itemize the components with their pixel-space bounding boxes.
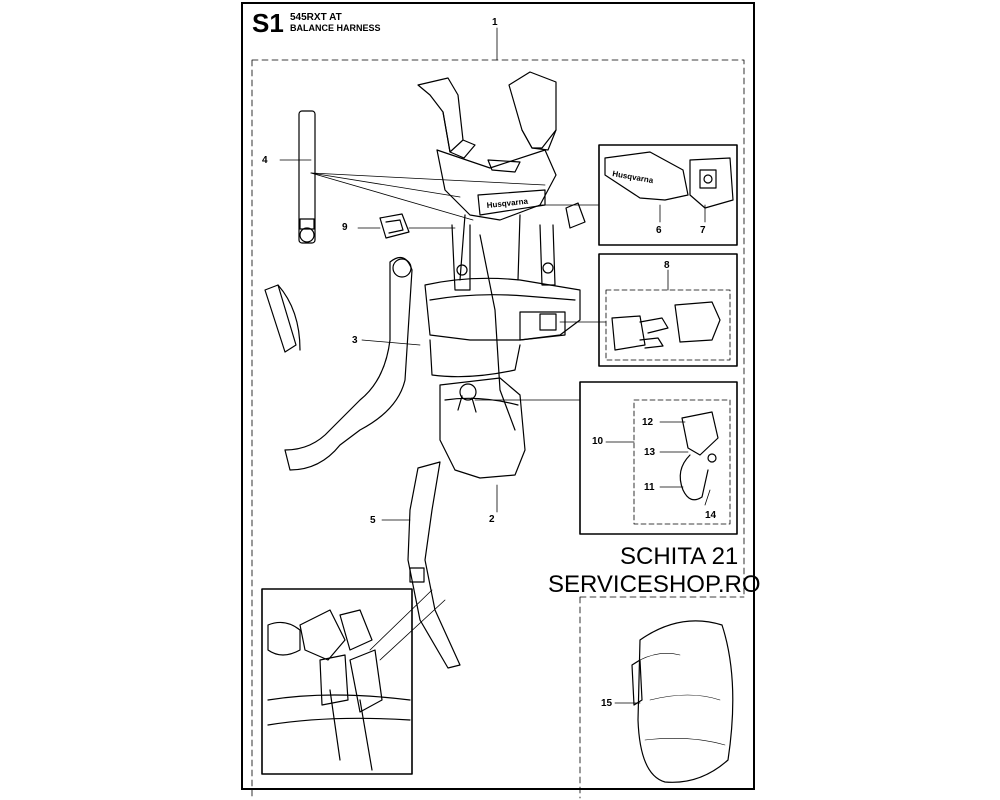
callout-8: 8 — [664, 260, 670, 271]
model-name: 545RXT AT — [290, 12, 342, 23]
callout-11: 11 — [644, 482, 655, 493]
callout-4: 4 — [262, 155, 268, 166]
pouch-item-15 — [614, 620, 734, 783]
sketch-number: SCHITA 21 — [620, 543, 739, 570]
strap-item-5 — [381, 461, 461, 669]
page-frame — [241, 2, 755, 790]
slide-buckle-item-9 — [357, 213, 456, 239]
back-pad-item-3 — [264, 256, 421, 471]
diagram-title: BALANCE HARNESS — [290, 23, 381, 33]
brand-logo-on-detail: Husqvarna — [612, 169, 655, 185]
detail-box-item-10 — [474, 381, 738, 535]
hip-belt-assembly — [424, 277, 581, 378]
hip-protector-item-2 — [439, 377, 526, 513]
detail-box-worn-harness — [261, 588, 446, 775]
callout-12: 12 — [642, 417, 654, 428]
callout-14: 14 — [705, 510, 717, 521]
callout-9: 9 — [342, 222, 348, 233]
callout-6: 6 — [656, 225, 662, 236]
detail-box-item-8 — [559, 253, 738, 367]
sheet-code: S1 — [252, 8, 284, 38]
assembly-dashed-box — [251, 59, 745, 799]
callout-3: 3 — [352, 335, 358, 346]
callout-10: 10 — [592, 436, 604, 447]
brand-logo-on-harness: Husqvarna — [486, 197, 529, 210]
strap-item-4 — [279, 110, 546, 244]
callout-1: 1 — [492, 17, 498, 28]
harness-shoulder-straps: Husqvarna — [417, 71, 557, 431]
callout-15: 15 — [601, 698, 613, 709]
shop-name: SERVICESHOP.RO — [548, 571, 761, 598]
detail-box-items-6-7: Husqvarna — [539, 144, 738, 246]
callout-5: 5 — [370, 515, 376, 526]
callout-2: 2 — [489, 514, 495, 525]
lower-dashed-separator — [579, 596, 745, 799]
callout-13: 13 — [644, 447, 656, 458]
callout-7: 7 — [700, 225, 706, 236]
